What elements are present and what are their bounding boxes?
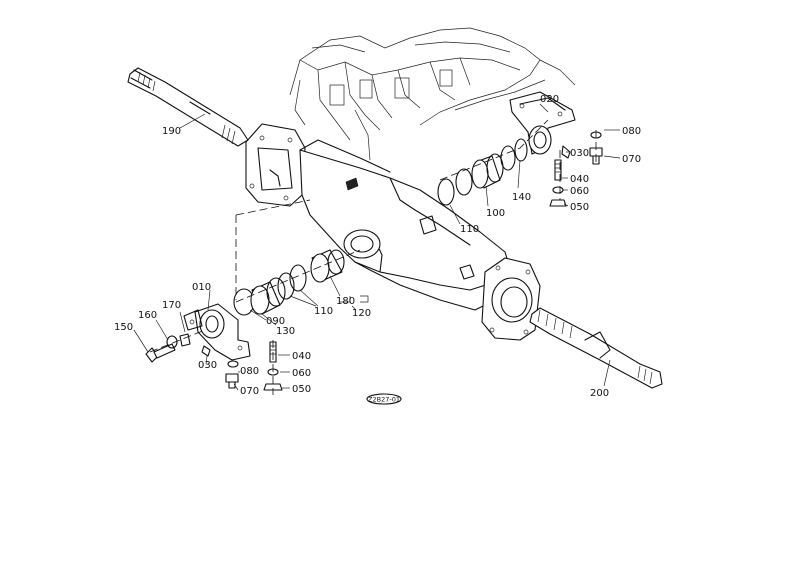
axle-shaft-left: [127, 67, 249, 147]
label-060-right: 060: [570, 186, 589, 197]
tractor-frame-outline: [289, 27, 576, 161]
label-080-right: 080: [622, 126, 641, 137]
bracket-right: [509, 91, 576, 155]
left-bushing-set: [233, 249, 345, 316]
label-080-left: 080: [240, 366, 259, 377]
label-140: 150: [114, 322, 133, 333]
label-100: 100: [486, 208, 505, 219]
label-120: 130: [276, 326, 295, 337]
label-130: 140: [512, 192, 531, 203]
part-labels: 190 020 080 070 030 040 060 050 140 100 …: [114, 94, 641, 399]
axle-shaft-right: [529, 307, 663, 389]
reference-code-badge: Z2B27-01: [366, 393, 402, 405]
label-040-left: 040: [292, 351, 311, 362]
label-060-left: 060: [292, 368, 311, 379]
label-090: 090: [266, 316, 285, 327]
label-010: 010: [192, 282, 211, 293]
axle-housing: [245, 123, 541, 341]
label-020: 020: [540, 94, 559, 105]
label-050-right: 050: [570, 202, 589, 213]
label-040-right: 040: [570, 174, 589, 185]
fasteners-left: [145, 333, 283, 391]
label-200: 200: [590, 388, 609, 399]
right-bushing-set: [437, 138, 528, 206]
label-070-right: 070: [622, 154, 641, 165]
reference-code: Z2B27-01: [368, 396, 400, 404]
label-050-left: 050: [292, 384, 311, 395]
label-150: 160: [138, 310, 157, 321]
label-030-left: 030: [198, 360, 217, 371]
label-030-right: 030: [570, 148, 589, 159]
bracket-left: [183, 303, 251, 361]
label-070-left: 070: [240, 386, 259, 397]
label-170: 120: [352, 308, 371, 319]
label-180: 180: [336, 296, 355, 307]
leader-lines: [133, 103, 621, 391]
label-190: 190: [162, 126, 181, 137]
label-110-left: 110: [314, 306, 333, 317]
assembly-centerlines: [149, 119, 597, 395]
label-110-right: 110: [460, 224, 479, 235]
label-160: 170: [162, 300, 181, 311]
